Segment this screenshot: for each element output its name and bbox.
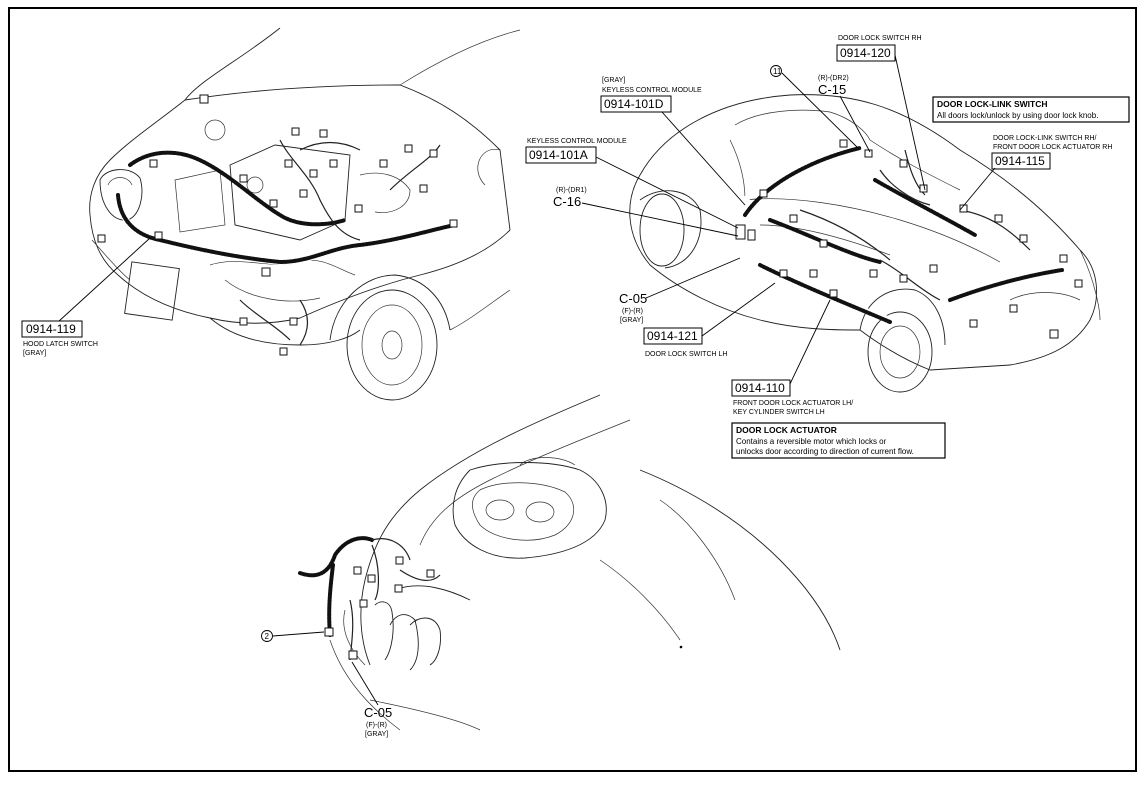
engine-bay-illustration [89, 27, 521, 401]
c05-bottom-pins: (F)-(R) [366, 722, 387, 729]
c05-bottom-color: [GRAY] [365, 731, 388, 738]
door-switch-lh-code: 0914-121 [647, 329, 698, 343]
link-switch-info-box [932, 96, 1130, 123]
keyless-name: KEYLESS CONTROL MODULE [527, 138, 627, 145]
actuator-lh-code: 0914-110 [735, 381, 785, 395]
body-connectors [735, 139, 1083, 339]
c05-bottom-name: C-05 [364, 705, 392, 720]
callout-2-circle [261, 630, 273, 642]
hood-latch-code: 0914-119 [26, 322, 76, 336]
link-switch-rh-code: 0914-115 [995, 154, 1045, 168]
actuator-info-box [731, 422, 946, 459]
panel-connectors [324, 556, 435, 660]
instrument-panel-illustration [297, 394, 841, 731]
door-switch-rh-code: 0914-120 [840, 46, 891, 60]
keyless-gray-name: KEYLESS CONTROL MODULE [602, 87, 702, 94]
actuator-lh-line1: FRONT DOOR LOCK ACTUATOR LH/ [733, 400, 853, 407]
actuator-info-line1: Contains a reversible motor which locks … [736, 437, 887, 446]
callout-11: 11 [773, 67, 782, 76]
keyless-gray-color: [GRAY] [602, 77, 625, 84]
link-switch-rh-line2: FRONT DOOR LOCK ACTUATOR RH [993, 144, 1112, 151]
door-switch-lh-name: DOOR LOCK SWITCH LH [645, 351, 727, 358]
c15-pins: (R)-(DR2) [818, 75, 849, 82]
actuator-info-line2: unlocks door according to direction of c… [736, 447, 914, 456]
page-frame [8, 7, 1137, 772]
door-switch-rh-name: DOOR LOCK SWITCH RH [838, 35, 922, 42]
c16-name: C-16 [553, 194, 581, 209]
c15-name: C-15 [818, 82, 846, 97]
hood-latch-code-box [21, 320, 83, 338]
keyless-gray-code: 0914-101D [604, 97, 664, 111]
link-switch-info-title: DOOR LOCK-LINK SWITCH [937, 99, 1048, 109]
car-body-illustration [629, 94, 1101, 393]
keyless-code: 0914-101A [529, 148, 588, 162]
link-switch-rh-line1: DOOR LOCK-LINK SWITCH RH/ [993, 135, 1097, 142]
c05-top-name: C-05 [619, 291, 647, 306]
hood-latch-color: [GRAY] [23, 350, 46, 357]
c05-top-color: [GRAY] [620, 317, 643, 324]
link-switch-info-text: All doors lock/unlock by using door lock… [937, 111, 1098, 120]
callout-11-circle [770, 65, 782, 77]
actuator-info-title: DOOR LOCK ACTUATOR [736, 425, 837, 435]
c16-pins: (R)-(DR1) [556, 187, 587, 194]
actuator-lh-line2: KEY CYLINDER SWITCH LH [733, 409, 825, 416]
hood-latch-name: HOOD LATCH SWITCH [23, 341, 98, 348]
callout-2: 2 [265, 632, 270, 641]
stray-mark [679, 645, 683, 649]
engine-connectors [97, 94, 458, 356]
c05-top-pins: (F)-(R) [622, 308, 643, 315]
